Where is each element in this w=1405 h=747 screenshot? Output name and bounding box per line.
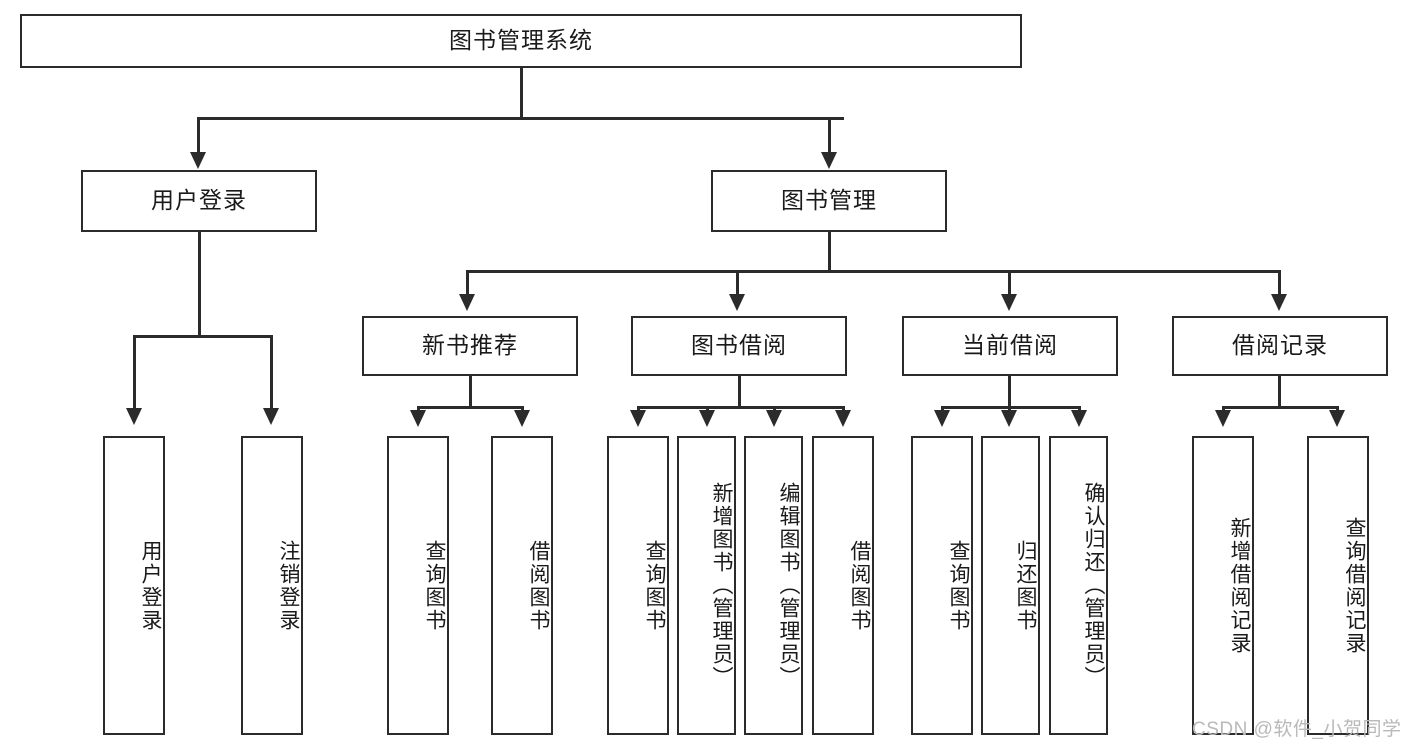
leaf-user-login-logout[interactable]: 注销登录 xyxy=(241,436,303,735)
connector-user-login-branch-2 xyxy=(270,335,273,409)
leaf-label: 借阅图书 xyxy=(527,539,550,632)
leaf-current-borrow-query[interactable]: 查询图书 xyxy=(911,436,973,735)
leaf-label: 查询图书 xyxy=(947,539,970,632)
connector-root-to-book-mgmt xyxy=(828,117,831,153)
arrowhead-book-borrow-leaf-3 xyxy=(766,410,782,427)
connector-book-mgmt-to-current xyxy=(1008,270,1011,295)
connector-book-borrow-branch-1 xyxy=(637,406,640,412)
leaf-borrow-record-add[interactable]: 新增借阅记录 xyxy=(1192,436,1254,735)
connector-book-mgmt-to-borrow xyxy=(736,270,739,295)
connector-new-book-branch-2 xyxy=(521,406,524,412)
node-book-management[interactable]: 图书管理 xyxy=(711,170,947,232)
leaf-label: 确认归还（管理员） xyxy=(1082,482,1105,689)
arrowhead-current-borrow-leaf-1 xyxy=(934,410,950,427)
arrowhead-root-to-user-login xyxy=(190,152,206,169)
connector-new-book-stem xyxy=(469,376,472,408)
arrowhead-book-borrow-leaf-4 xyxy=(835,410,851,427)
leaf-borrow-record-query[interactable]: 查询借阅记录 xyxy=(1307,436,1369,735)
leaf-label: 用户登录 xyxy=(139,539,162,632)
arrowhead-borrow-record-leaf-2 xyxy=(1329,410,1345,427)
connector-book-mgmt-to-record xyxy=(1278,270,1281,295)
leaf-label: 新增借阅记录 xyxy=(1228,516,1251,655)
leaf-new-book-query[interactable]: 查询图书 xyxy=(387,436,449,735)
leaf-label: 查询图书 xyxy=(643,539,666,632)
leaf-label: 注销登录 xyxy=(277,539,300,632)
arrowhead-new-book-leaf-2 xyxy=(514,410,530,427)
arrowhead-root-to-book-mgmt xyxy=(821,152,837,169)
connector-current-borrow-branch-2 xyxy=(1008,406,1011,412)
leaf-book-borrow-add[interactable]: 新增图书（管理员） xyxy=(677,436,736,735)
connector-root-to-user-login xyxy=(197,117,200,153)
connector-current-borrow-stem xyxy=(1008,376,1011,408)
arrowhead-to-book-borrow xyxy=(729,294,745,311)
connector-borrow-record-branch-1 xyxy=(1222,406,1225,412)
arrowhead-book-borrow-leaf-1 xyxy=(630,410,646,427)
connector-borrow-record-stem xyxy=(1278,376,1281,408)
connector-book-borrow-stem xyxy=(738,376,741,408)
connector-user-login-branch-1 xyxy=(133,335,136,409)
arrowhead-to-current-borrow xyxy=(1001,294,1017,311)
csdn-watermark: CSDN @软件_小贺同学 xyxy=(1192,719,1402,740)
connector-book-borrow-branch-2 xyxy=(706,406,709,412)
leaf-book-borrow-borrow[interactable]: 借阅图书 xyxy=(812,436,874,735)
node-book-borrow[interactable]: 图书借阅 xyxy=(631,316,847,376)
connector-user-login-bar xyxy=(133,335,272,338)
leaf-new-book-borrow[interactable]: 借阅图书 xyxy=(491,436,553,735)
connector-new-book-branch-1 xyxy=(417,406,420,412)
node-borrow-record[interactable]: 借阅记录 xyxy=(1172,316,1388,376)
connector-root-bar xyxy=(197,117,844,120)
connector-book-borrow-branch-3 xyxy=(773,406,776,412)
arrowhead-new-book-leaf-1 xyxy=(410,410,426,427)
node-new-book-recommend[interactable]: 新书推荐 xyxy=(362,316,578,376)
leaf-current-borrow-confirm[interactable]: 确认归还（管理员） xyxy=(1049,436,1108,735)
leaf-book-borrow-query[interactable]: 查询图书 xyxy=(607,436,669,735)
connector-borrow-record-bar xyxy=(1222,406,1338,409)
node-root-system[interactable]: 图书管理系统 xyxy=(20,14,1022,68)
node-current-borrow[interactable]: 当前借阅 xyxy=(902,316,1118,376)
arrowhead-current-borrow-leaf-2 xyxy=(1001,410,1017,427)
connector-book-mgmt-stem xyxy=(828,232,831,272)
connector-book-mgmt-bar xyxy=(466,270,1280,273)
connector-book-borrow-bar xyxy=(637,406,844,409)
leaf-current-borrow-return[interactable]: 归还图书 xyxy=(981,436,1040,735)
connector-current-borrow-bar xyxy=(941,406,1080,409)
leaf-label: 新增图书（管理员） xyxy=(710,482,733,689)
connector-current-borrow-branch-3 xyxy=(1078,406,1081,412)
connector-borrow-record-branch-2 xyxy=(1336,406,1339,412)
connector-root-stem xyxy=(520,68,523,118)
connector-book-borrow-branch-4 xyxy=(842,406,845,412)
node-user-login[interactable]: 用户登录 xyxy=(81,170,317,232)
leaf-label: 查询借阅记录 xyxy=(1343,516,1366,655)
leaf-label: 查询图书 xyxy=(423,539,446,632)
connector-book-mgmt-to-new-book xyxy=(466,270,469,295)
arrowhead-borrow-record-leaf-1 xyxy=(1215,410,1231,427)
arrowhead-to-borrow-record xyxy=(1271,294,1287,311)
arrowhead-user-login-leaf-2 xyxy=(263,408,279,425)
connector-user-login-stem xyxy=(198,232,201,336)
arrowhead-to-new-book-recommend xyxy=(459,294,475,311)
leaf-user-login-login[interactable]: 用户登录 xyxy=(103,436,165,735)
connector-new-book-bar xyxy=(417,406,523,409)
connector-current-borrow-branch-1 xyxy=(941,406,944,412)
leaf-label: 归还图书 xyxy=(1014,539,1037,632)
arrowhead-current-borrow-leaf-3 xyxy=(1071,410,1087,427)
leaf-book-borrow-edit[interactable]: 编辑图书（管理员） xyxy=(744,436,803,735)
arrowhead-user-login-leaf-1 xyxy=(126,408,142,425)
leaf-label: 借阅图书 xyxy=(848,539,871,632)
arrowhead-book-borrow-leaf-2 xyxy=(699,410,715,427)
leaf-label: 编辑图书（管理员） xyxy=(777,482,800,689)
